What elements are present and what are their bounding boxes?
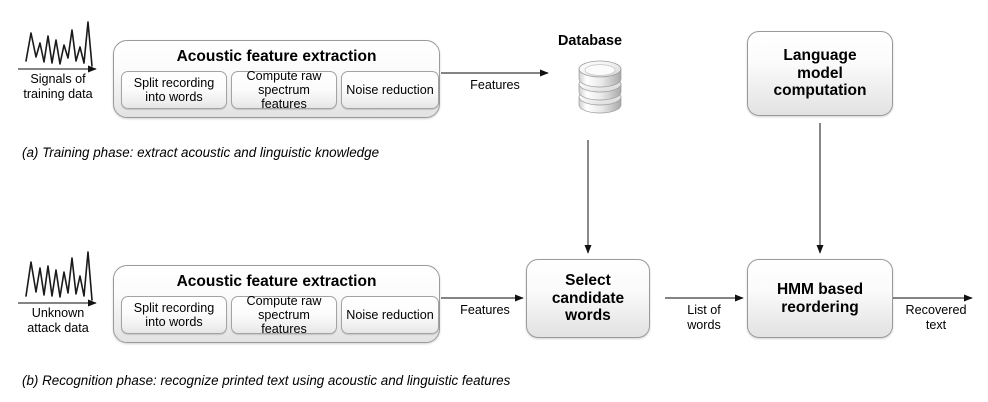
training-input-label: Signals of training data [23,72,93,101]
subbox-noise-reduction-training[interactable]: Noise reduction [341,71,439,109]
hmm-based-reordering-box[interactable]: HMM based reordering [747,259,893,338]
acoustic-box-title-training: Acoustic feature extraction [176,48,377,65]
caption-recognition-phase: (b) Recognition phase: recognize printed… [22,373,511,388]
language-model-title: Language model computation [773,47,867,100]
subbox-split-recording-training[interactable]: Split recording into words [121,71,227,109]
recovered-text-label: Recovered text [905,303,967,332]
training-features-label: Features [470,78,520,92]
waveform-icon-training [25,21,93,67]
acoustic-feature-extraction-box-recognition[interactable]: Acoustic feature extraction Split record… [113,265,440,343]
language-model-computation-box[interactable]: Language model computation [747,31,893,116]
caption-training-phase: (a) Training phase: extract acoustic and… [22,145,380,160]
recognition-features-label: Features [460,303,510,317]
subbox-noise-reduction-recognition[interactable]: Noise reduction [341,296,439,334]
select-candidate-words-title: Select candidate words [551,272,625,325]
list-of-words-label: List of words [687,303,721,332]
database-title: Database [558,33,622,49]
acoustic-feature-extraction-box-training[interactable]: Acoustic feature extraction Split record… [113,40,440,118]
acoustic-box-title-recognition: Acoustic feature extraction [176,273,377,290]
database-cylinder-icon [578,60,622,114]
subbox-compute-raw-spectrum-recognition[interactable]: Compute raw spectrum features [231,294,337,336]
hmm-based-reordering-title: HMM based reordering [776,281,864,316]
subbox-compute-raw-spectrum-training[interactable]: Compute raw spectrum features [231,69,337,111]
subbox-split-recording-recognition[interactable]: Split recording into words [121,296,227,334]
acoustic-subbox-row-recognition: Split recording into words Compute raw s… [121,294,439,336]
select-candidate-words-box[interactable]: Select candidate words [526,259,650,338]
acoustic-subbox-row-training: Split recording into words Compute raw s… [121,69,439,111]
recognition-input-label: Unknown attack data [27,306,89,335]
waveform-icon-recognition [25,251,93,301]
